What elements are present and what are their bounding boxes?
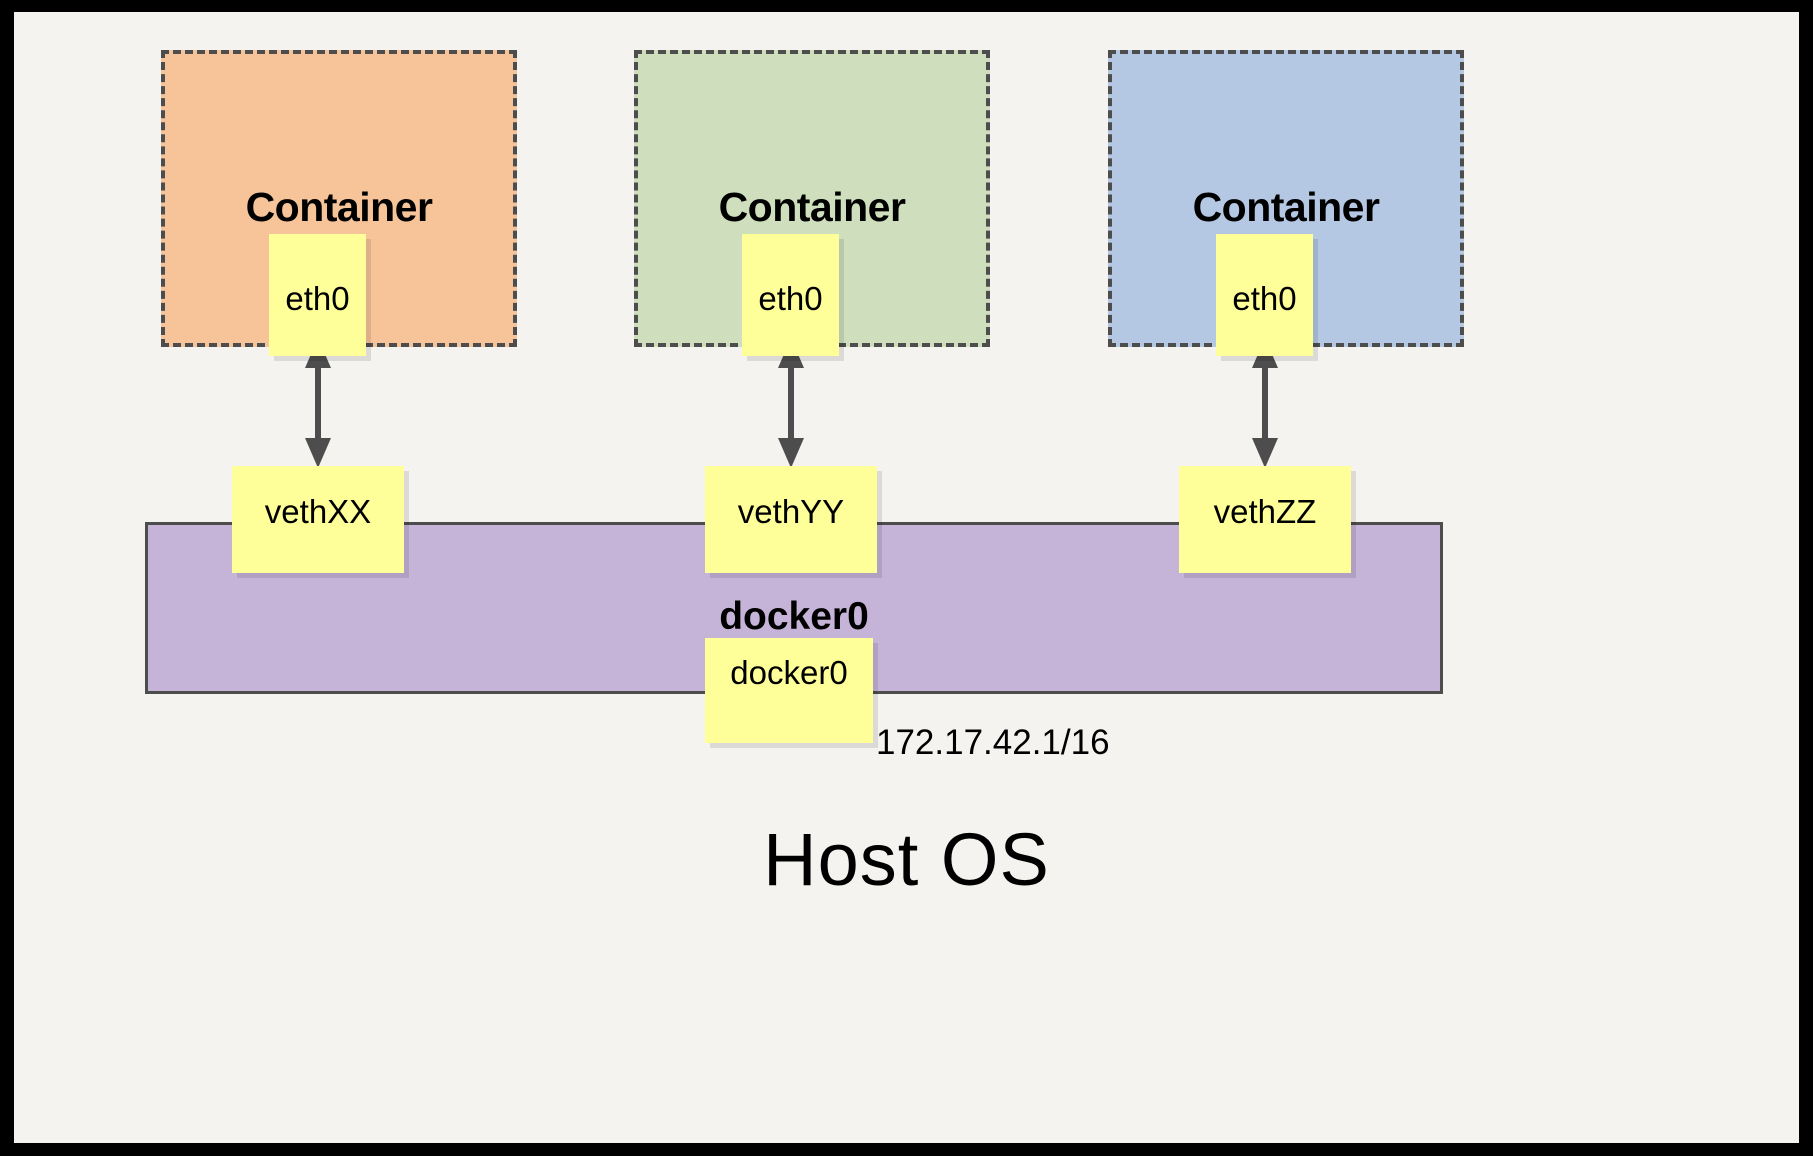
- docker0-port: docker0: [705, 638, 873, 743]
- host-os-label: Host OS: [763, 818, 1050, 901]
- container-title-2: Container: [718, 184, 906, 230]
- veth-port-1: vethXX: [232, 466, 404, 573]
- container-title-1: Container: [245, 184, 433, 230]
- diagram-page: Container eth0 Container eth0 Container …: [14, 12, 1799, 1143]
- eth0-label-1: eth0: [285, 280, 350, 317]
- docker0-port-label: docker0: [730, 654, 848, 691]
- veth-link-arrow-3: [1252, 338, 1278, 468]
- veth-link-arrow-2: [778, 338, 804, 468]
- docker0-bridge-label: docker0: [719, 595, 869, 638]
- eth0-interface-2: eth0: [742, 234, 839, 356]
- veth-label-3: vethZZ: [1213, 493, 1317, 530]
- eth0-label-3: eth0: [1232, 280, 1297, 317]
- eth0-label-2: eth0: [758, 280, 823, 317]
- veth-link-arrow-1: [305, 338, 331, 468]
- docker0-ip-address: 172.17.42.1/16: [876, 723, 1110, 762]
- eth0-interface-3: eth0: [1216, 234, 1313, 356]
- veth-label-1: vethXX: [264, 493, 372, 530]
- veth-label-2: vethYY: [737, 493, 845, 530]
- eth0-interface-1: eth0: [269, 234, 366, 356]
- veth-port-2: vethYY: [705, 466, 877, 573]
- container-title-3: Container: [1192, 184, 1380, 230]
- veth-port-3: vethZZ: [1179, 466, 1351, 573]
